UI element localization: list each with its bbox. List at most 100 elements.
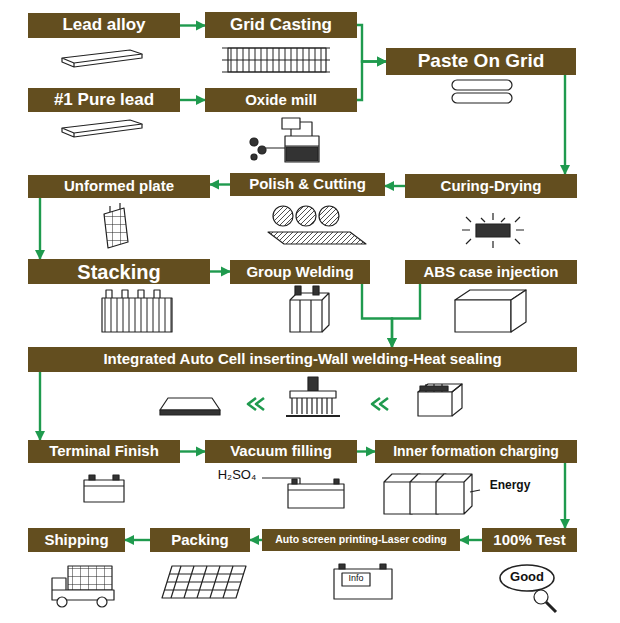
drawing-stroke bbox=[110, 203, 120, 212]
drawing-stroke bbox=[62, 54, 142, 67]
coded-battery bbox=[334, 564, 392, 599]
drawing-stroke bbox=[342, 573, 370, 586]
unformed-plate bbox=[104, 203, 128, 248]
drawing-stroke bbox=[286, 147, 318, 161]
drawing-stroke bbox=[436, 474, 472, 514]
flow-arrow bbox=[210, 183, 230, 185]
illustration-label: Energy bbox=[480, 479, 540, 492]
drawing-stroke bbox=[292, 479, 297, 484]
step-label: Oxide mill bbox=[245, 92, 317, 109]
drawing-stroke bbox=[418, 384, 462, 392]
drawing-stroke bbox=[266, 122, 312, 148]
step-label: Inner formation charging bbox=[393, 444, 559, 459]
drawing-stroke bbox=[251, 154, 257, 160]
flow-arrow bbox=[460, 539, 482, 541]
step-label: Group Welding bbox=[246, 264, 353, 281]
drawing-stroke bbox=[262, 478, 300, 484]
flow-arrow bbox=[210, 270, 230, 272]
drawing-stroke bbox=[334, 479, 339, 484]
flow-arrow bbox=[180, 99, 205, 101]
flow-arrow bbox=[564, 75, 566, 174]
process-box: Inner formation charging bbox=[375, 440, 577, 463]
flow-arrow bbox=[392, 284, 420, 347]
drawing-stroke bbox=[288, 484, 344, 508]
drawing-stroke bbox=[62, 50, 142, 63]
flow-arrow bbox=[39, 198, 41, 259]
drawing-stroke bbox=[160, 410, 220, 415]
flow-arrow bbox=[125, 539, 150, 541]
lead-ingot bbox=[62, 50, 142, 67]
process-box: Shipping bbox=[28, 528, 125, 552]
flow-arrow bbox=[357, 62, 386, 101]
step-label: #1 Pure lead bbox=[54, 91, 154, 110]
drawing-stroke bbox=[290, 129, 291, 136]
drawing-stroke bbox=[546, 602, 556, 612]
drawing-stroke bbox=[418, 392, 452, 416]
drawing-stroke bbox=[290, 293, 329, 332]
drawing-stroke bbox=[500, 565, 554, 591]
drawing-stroke bbox=[84, 485, 124, 486]
drawing-stroke bbox=[481, 218, 505, 222]
drawing-stroke bbox=[52, 48, 556, 612]
plate-stack bbox=[102, 290, 172, 332]
process-box: Curing-Drying bbox=[405, 174, 577, 198]
packed-tray bbox=[162, 566, 246, 598]
process-box: Lead alloy bbox=[28, 13, 180, 38]
illustration-label: Info bbox=[342, 574, 370, 584]
drawing-stroke bbox=[452, 93, 512, 103]
illustration-label: H₂SO₄ bbox=[212, 468, 262, 482]
drawing-stroke bbox=[452, 80, 512, 90]
drawing-stroke bbox=[97, 597, 107, 607]
process-box: Polish & Cutting bbox=[230, 173, 385, 196]
drawing-stroke bbox=[308, 377, 318, 391]
magnifier bbox=[500, 565, 556, 612]
abs-case bbox=[455, 290, 526, 332]
welding-press bbox=[286, 377, 340, 416]
filling-battery bbox=[262, 478, 344, 508]
illustration-label: Good bbox=[500, 570, 554, 584]
drawing-stroke bbox=[258, 146, 266, 154]
step-label: Auto screen printing-Laser coding bbox=[275, 534, 447, 546]
drawing-stroke bbox=[104, 208, 128, 248]
drawing-stroke bbox=[89, 475, 95, 480]
drawing-stroke bbox=[511, 290, 526, 332]
step-label: Shipping bbox=[44, 532, 108, 549]
drawing-stroke bbox=[268, 232, 366, 244]
truck bbox=[52, 566, 114, 607]
step-label: Lead alloy bbox=[62, 16, 145, 35]
step-label: Packing bbox=[171, 532, 229, 549]
flow-arrow bbox=[385, 185, 405, 187]
drawing-stroke bbox=[62, 120, 142, 133]
process-box: Paste On Grid bbox=[386, 48, 576, 75]
drawing-stroke bbox=[162, 566, 246, 598]
battery-case bbox=[418, 384, 462, 416]
paste-rollers bbox=[452, 80, 512, 103]
process-box: ABS case injection bbox=[405, 260, 577, 284]
step-label: Stacking bbox=[77, 261, 160, 283]
flow-arrow bbox=[39, 372, 41, 440]
drawing-stroke bbox=[319, 206, 339, 226]
drawing-stroke bbox=[248, 398, 264, 410]
drawing-stroke bbox=[106, 290, 160, 298]
drawing-stroke bbox=[339, 564, 345, 569]
drawing-stroke bbox=[250, 138, 258, 146]
drawing-stroke bbox=[313, 286, 319, 295]
flow-arrow bbox=[564, 463, 566, 528]
drawing-stroke bbox=[102, 298, 172, 332]
drawing-stroke bbox=[273, 206, 293, 226]
step-label: 100% Test bbox=[493, 532, 565, 549]
drawing-stroke bbox=[165, 566, 244, 598]
step-label: Integrated Auto Cell inserting-Wall weld… bbox=[103, 351, 501, 368]
process-box: Integrated Auto Cell inserting-Wall weld… bbox=[28, 347, 577, 372]
drawing-stroke bbox=[290, 391, 336, 398]
drawing-stroke bbox=[292, 398, 332, 414]
process-box: Packing bbox=[150, 528, 250, 552]
process-box: 100% Test bbox=[482, 528, 577, 552]
step-label: Grid Casting bbox=[230, 16, 332, 35]
oxide-mill bbox=[250, 118, 319, 162]
flow-arrow bbox=[180, 450, 205, 452]
step-label: Paste On Grid bbox=[418, 51, 545, 72]
drawing-stroke bbox=[296, 206, 316, 226]
drawing-stroke bbox=[462, 213, 524, 248]
